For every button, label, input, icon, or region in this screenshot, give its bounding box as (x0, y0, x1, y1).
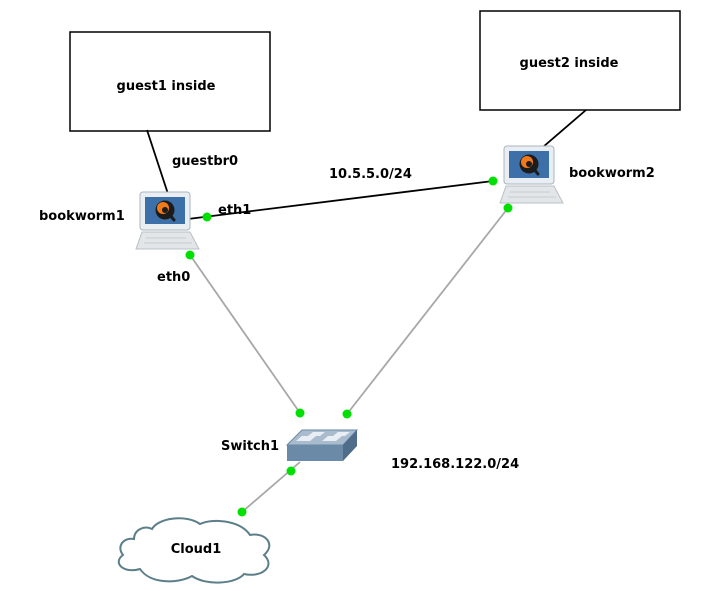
subnet-10-label: 10.5.5.0/24 (329, 167, 412, 182)
eth1-label: eth1 (218, 203, 251, 218)
guest1-box[interactable] (69, 31, 271, 132)
guestbr0-label: guestbr0 (172, 154, 238, 169)
port-dot-bookworm2-eth1[interactable] (488, 176, 498, 186)
switch1-icon[interactable] (285, 429, 359, 461)
port-dot-bookworm1-eth1[interactable] (202, 212, 212, 222)
link-guest1-bookworm1[interactable] (146, 129, 171, 201)
port-dot-switch1-a[interactable] (295, 408, 305, 418)
link-bookworm1-switch1[interactable] (189, 254, 301, 414)
link-bookworm1-bookworm2[interactable] (187, 180, 494, 220)
bookworm2-computer-icon[interactable] (499, 145, 564, 204)
port-dot-bookworm2-eth0[interactable] (503, 203, 513, 213)
port-dot-switch1-b[interactable] (342, 409, 352, 419)
port-dot-cloud1[interactable] (237, 507, 247, 517)
cloud1-icon[interactable] (117, 517, 271, 584)
guest2-label: guest2 inside (520, 56, 619, 71)
switch1-label: Switch1 (221, 439, 279, 454)
eth0-label: eth0 (157, 270, 190, 285)
bookworm1-label: bookworm1 (39, 209, 125, 224)
port-dot-switch1-c[interactable] (286, 466, 296, 476)
bookworm1-computer-icon[interactable] (135, 191, 200, 250)
guest2-box[interactable] (479, 10, 681, 111)
link-guest2-bookworm2[interactable] (542, 109, 587, 148)
cloud1-label: Cloud1 (171, 542, 222, 557)
bookworm2-label: bookworm2 (569, 166, 655, 181)
port-dot-bookworm1-eth0[interactable] (185, 250, 195, 260)
subnet-192-label: 192.168.122.0/24 (391, 457, 519, 472)
link-bookworm2-switch1[interactable] (346, 207, 509, 415)
guest1-label: guest1 inside (117, 79, 216, 94)
